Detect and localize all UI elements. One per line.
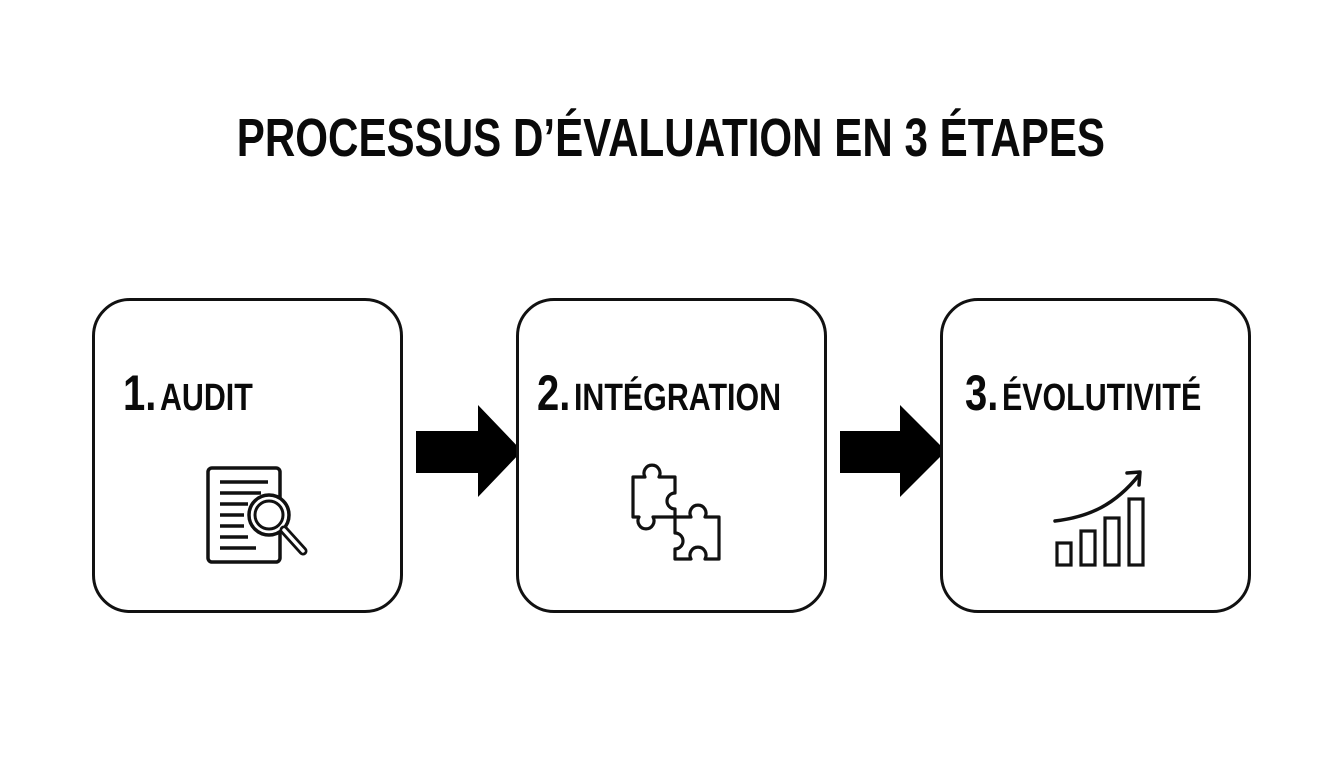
step-card-integration: 2. INTÉGRATION <box>516 298 827 613</box>
step-separator: . <box>145 365 157 421</box>
step-label: 1. AUDIT <box>123 367 253 432</box>
step-number: 1 <box>123 365 146 421</box>
arrow-right-icon <box>416 405 522 497</box>
step-name: ÉVOLUTIVITÉ <box>1001 377 1202 419</box>
step-separator: . <box>987 365 999 421</box>
step-name: INTÉGRATION <box>573 377 782 419</box>
step-number: 2 <box>537 365 560 421</box>
puzzle-pieces-icon <box>631 463 721 561</box>
step-label: 2. INTÉGRATION <box>537 367 781 432</box>
step-separator: . <box>559 365 571 421</box>
growth-chart-icon <box>1053 470 1145 567</box>
step-card-audit: 1. AUDIT <box>92 298 403 613</box>
page-title: PROCESSUS D’ÉVALUATION EN 3 ÉTAPES <box>236 108 1106 168</box>
step-name: AUDIT <box>159 377 253 419</box>
step-label: 3. ÉVOLUTIVITÉ <box>965 367 1201 432</box>
step-card-evolutivite: 3. ÉVOLUTIVITÉ <box>940 298 1251 613</box>
document-search-icon <box>206 466 308 564</box>
step-number: 3 <box>965 365 988 421</box>
arrow-right-icon <box>840 405 946 497</box>
